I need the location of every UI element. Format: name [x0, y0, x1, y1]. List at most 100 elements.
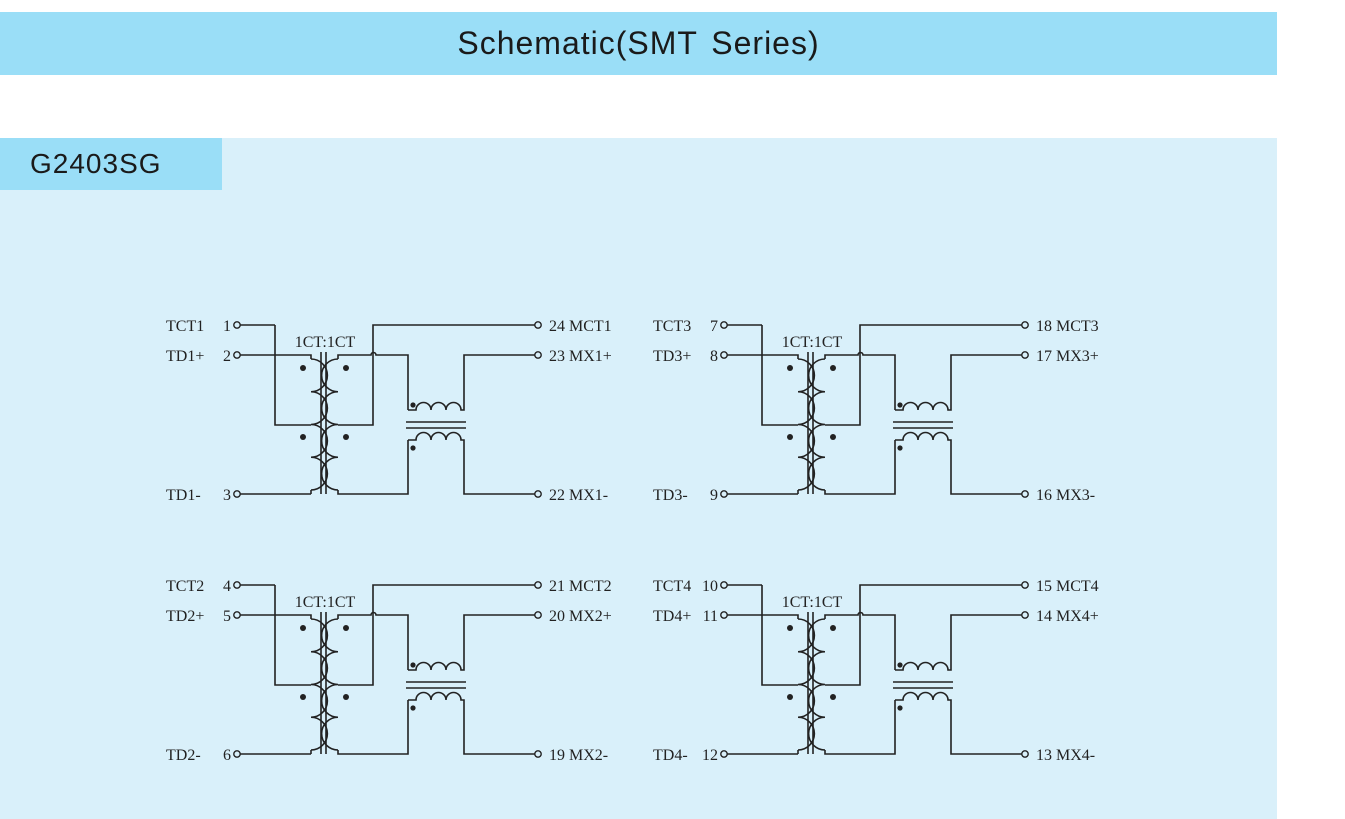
secondary-winding — [320, 618, 339, 751]
wire — [824, 611, 896, 670]
pin-number: 4 — [223, 578, 231, 595]
pin-label: 21 MCT2 — [549, 578, 612, 595]
polarity-dot — [787, 625, 793, 631]
pin-number: 7 — [710, 318, 718, 335]
wire — [275, 614, 312, 619]
wire — [274, 325, 311, 426]
polarity-dot — [343, 365, 349, 371]
pin-terminal — [1021, 611, 1029, 619]
pin-terminal — [233, 611, 241, 619]
pin-number: 2 — [223, 348, 231, 365]
turns-ratio-label: 1CT:1CT — [295, 594, 356, 611]
pin-label: 15 MCT4 — [1036, 578, 1099, 595]
pin-label: 18 MCT3 — [1036, 318, 1099, 335]
polarity-dot — [787, 434, 793, 440]
pin-terminal — [233, 490, 241, 498]
polarity-dot — [830, 694, 836, 700]
wire — [274, 585, 311, 686]
polarity-dot — [787, 694, 793, 700]
schematic-panel: G2403SG — [0, 138, 1277, 819]
wire — [761, 585, 798, 686]
pin-terminal — [534, 490, 542, 498]
choke-winding-bottom — [895, 431, 1022, 495]
wire — [825, 584, 1022, 686]
pin-label: 20 MX2+ — [549, 608, 612, 625]
pin-terminal — [720, 490, 728, 498]
polarity-dot — [897, 445, 903, 451]
choke-winding-top — [408, 354, 535, 411]
wire — [824, 440, 896, 495]
wire — [825, 324, 1022, 426]
polarity-dot — [300, 694, 306, 700]
polarity-dot — [300, 434, 306, 440]
wire — [337, 700, 409, 755]
wire — [338, 324, 535, 426]
pin-number: 5 — [223, 608, 231, 625]
choke-winding-bottom — [408, 691, 535, 755]
pin-label: 17 MX3+ — [1036, 348, 1099, 365]
pin-terminal — [233, 581, 241, 589]
choke-winding-top — [408, 614, 535, 671]
pin-label: 24 MCT1 — [549, 318, 612, 335]
pin-terminal — [720, 611, 728, 619]
part-number-label: G2403SG — [30, 148, 162, 179]
pin-label: 23 MX1+ — [549, 348, 612, 365]
pin-label: 19 MX2- — [549, 747, 608, 764]
polarity-dot — [830, 625, 836, 631]
secondary-winding — [807, 358, 826, 491]
pin-number: 9 — [710, 487, 718, 504]
polarity-dot — [343, 625, 349, 631]
pin-terminal — [720, 351, 728, 359]
pin-label: 14 MX4+ — [1036, 608, 1099, 625]
polarity-dot — [343, 434, 349, 440]
pin-name: TCT2 — [166, 578, 204, 595]
pin-terminal — [1021, 351, 1029, 359]
choke-winding-bottom — [895, 691, 1022, 755]
polarity-dot — [300, 365, 306, 371]
choke-winding-top — [895, 614, 1022, 671]
choke-winding-top — [895, 354, 1022, 411]
pin-terminal — [534, 351, 542, 359]
pin-terminal — [233, 750, 241, 758]
pin-label: 13 MX4- — [1036, 747, 1095, 764]
pin-name: TD4- — [653, 747, 688, 764]
polarity-dot — [410, 662, 416, 668]
turns-ratio-label: 1CT:1CT — [295, 334, 356, 351]
secondary-winding — [807, 618, 826, 751]
polarity-dot — [830, 365, 836, 371]
pin-terminal — [1021, 490, 1029, 498]
wire — [337, 440, 409, 495]
pin-name: TCT4 — [653, 578, 691, 595]
wire — [338, 584, 535, 686]
pin-number: 1 — [223, 318, 231, 335]
primary-winding — [310, 618, 329, 751]
pin-terminal — [233, 351, 241, 359]
pin-number: 3 — [223, 487, 231, 504]
polarity-dot — [897, 402, 903, 408]
pin-name: TD2+ — [166, 608, 204, 625]
wire — [762, 614, 799, 619]
polarity-dot — [300, 625, 306, 631]
pin-terminal — [1021, 750, 1029, 758]
turns-ratio-label: 1CT:1CT — [782, 594, 843, 611]
pin-number: 12 — [702, 747, 718, 764]
polarity-dot — [897, 705, 903, 711]
secondary-winding — [320, 358, 339, 491]
pin-terminal — [720, 750, 728, 758]
polarity-dot — [410, 445, 416, 451]
pin-name: TD4+ — [653, 608, 691, 625]
page-title: Schematic(SMT Series) — [457, 25, 820, 61]
pin-number: 8 — [710, 348, 718, 365]
polarity-dot — [830, 434, 836, 440]
pin-name: TCT1 — [166, 318, 204, 335]
pin-terminal — [233, 321, 241, 329]
polarity-dot — [410, 402, 416, 408]
title-bar: Schematic(SMT Series) — [0, 12, 1277, 75]
pin-name: TD2- — [166, 747, 201, 764]
pin-label: 22 MX1- — [549, 487, 608, 504]
polarity-dot — [343, 694, 349, 700]
pin-label: 16 MX3- — [1036, 487, 1095, 504]
